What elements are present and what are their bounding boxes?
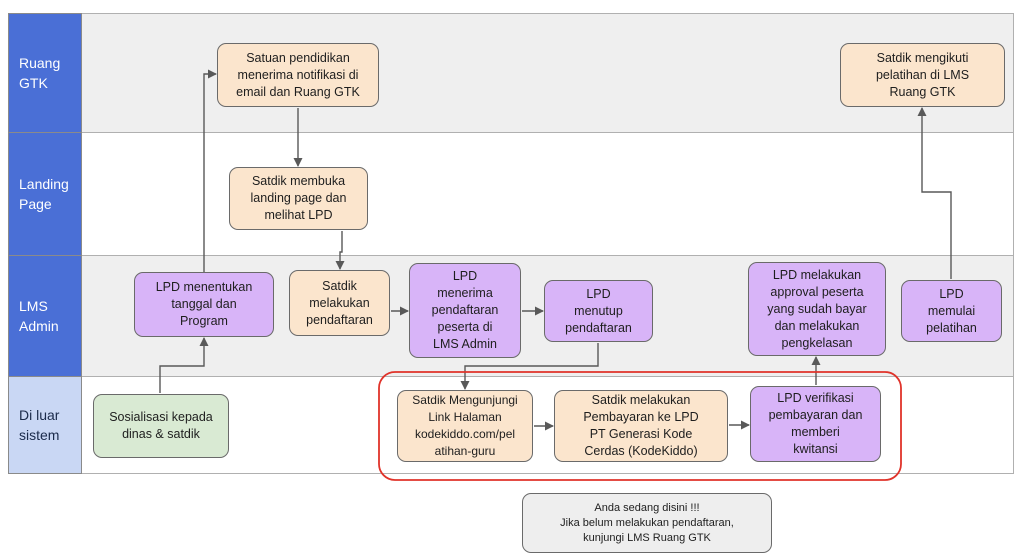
lane-label-di-luar-sistem: Di luar sistem	[8, 376, 82, 474]
node-lpd-memulai: LPD memulai pelatihan	[901, 280, 1002, 342]
arrow-membuka-to-pendaftaran	[335, 231, 345, 270]
arrow-memulai-to-mengikuti	[917, 107, 952, 279]
node-sosialisasi: Sosialisasi kepada dinas & satdik	[93, 394, 229, 458]
lane-label-ruang-gtk: Ruang GTK	[8, 13, 82, 133]
node-satdik-pendaftaran: Satdik melakukan pendaftaran	[289, 270, 390, 336]
node-satdik-pembayaran: Satdik melakukan Pembayaran ke LPD PT Ge…	[554, 390, 728, 462]
node-lpd-menentukan: LPD menentukan tanggal dan Program	[134, 272, 274, 337]
lane-landing-page	[8, 132, 1014, 256]
you-are-here-note: Anda sedang disini !!! Jika belum melaku…	[522, 493, 772, 553]
node-satdik-membuka: Satdik membuka landing page dan melihat …	[229, 167, 368, 230]
arrow-menutup-to-link	[460, 343, 599, 390]
node-satdik-link: Satdik Mengunjungi Link Halaman kodekidd…	[397, 390, 533, 462]
node-satuan-notifikasi: Satuan pendidikan menerima notifikasi di…	[217, 43, 379, 107]
lane-label-lms-admin: LMS Admin	[8, 255, 82, 377]
node-lpd-menerima: LPD menerima pendaftaran peserta di LMS …	[409, 263, 521, 358]
arrow-sosialisasi-to-lpd-menentukan	[159, 337, 209, 393]
node-lpd-menutup: LPD menutup pendaftaran	[544, 280, 653, 342]
node-lpd-verifikasi: LPD verifikasi pembayaran dan memberi kw…	[750, 386, 881, 462]
node-lpd-approval: LPD melakukan approval peserta yang suda…	[748, 262, 886, 356]
node-satdik-mengikuti: Satdik mengikuti pelatihan di LMS Ruang …	[840, 43, 1005, 107]
current-step-highlight	[378, 371, 902, 481]
arrow-lpd-menentukan-to-notifikasi	[203, 69, 217, 272]
